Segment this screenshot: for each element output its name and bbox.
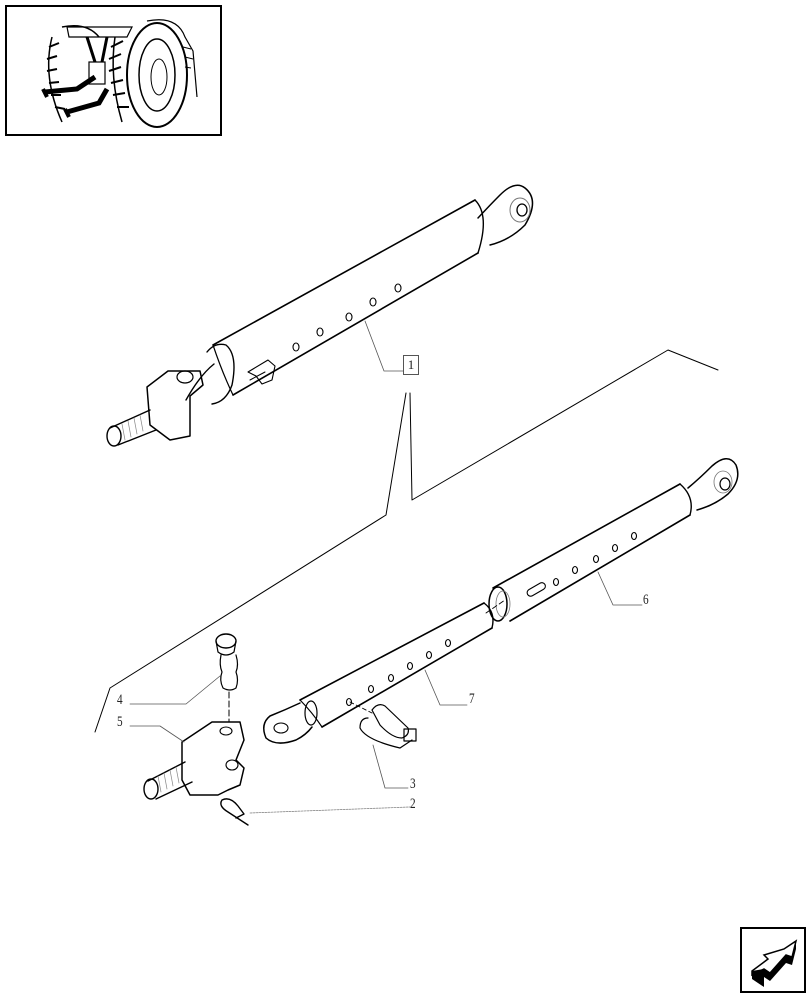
- part-2-spring-clip: [220, 798, 249, 826]
- part-7-inner-tube: [263, 602, 494, 744]
- callout-7[interactable]: 7: [469, 691, 475, 707]
- tractor-thumbnail: [5, 5, 222, 136]
- part-4-pin: [215, 633, 239, 723]
- next-page-button[interactable]: [740, 927, 806, 993]
- callout-6[interactable]: 6: [643, 592, 649, 608]
- part-6-outer-tube: [488, 458, 739, 622]
- part-3-lynch-clip: [349, 701, 417, 749]
- callout-4[interactable]: 4: [117, 692, 123, 708]
- callout-5[interactable]: 5: [117, 714, 123, 730]
- tractor-rear-icon: [41, 19, 198, 128]
- callout-1[interactable]: 1: [403, 355, 419, 375]
- top-link-assembly: [106, 184, 534, 447]
- callout-3[interactable]: 3: [410, 776, 416, 792]
- part-5-clevis: [143, 721, 245, 800]
- callout-2[interactable]: 2: [410, 796, 416, 812]
- arrow-next-icon: [751, 939, 798, 987]
